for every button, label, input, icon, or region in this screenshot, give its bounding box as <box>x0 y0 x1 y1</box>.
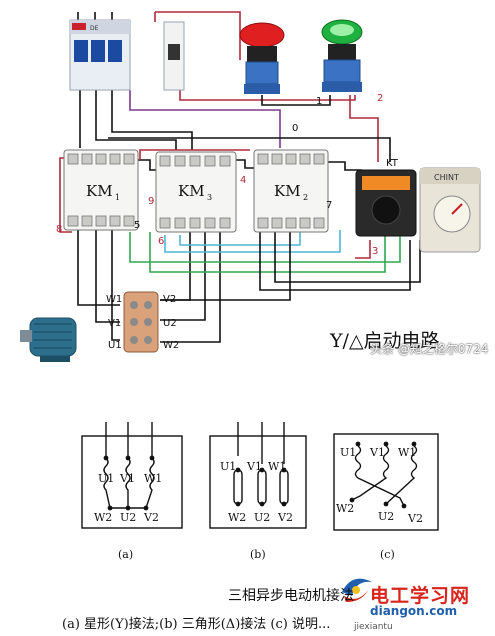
b-bottom-v2: V2 <box>277 511 293 524</box>
km1-label: KM <box>86 182 113 200</box>
motor <box>20 317 77 362</box>
a-top-v1: V1 <box>119 472 135 485</box>
terminal-w2: W2 <box>163 340 179 351</box>
c-top-v1: V1 <box>369 446 385 459</box>
motor-terminal-labels: W1 V1 U1 V2 U2 W2 <box>106 294 179 351</box>
a-bottom-w2: W2 <box>94 511 112 524</box>
brand-url: diangon.com <box>370 604 458 618</box>
km3-label: KM <box>178 182 205 200</box>
main-breaker: DE <box>69 19 131 91</box>
caption-title: 三相异步电动机接法 <box>228 588 354 604</box>
wire-number-3: 3 <box>372 246 378 257</box>
timer-kt-base: KT <box>355 158 417 237</box>
km2-sub: 2 <box>303 193 308 202</box>
a-bottom-v2: V2 <box>143 511 159 524</box>
wire-number-6: 6 <box>158 236 164 247</box>
b-bottom-u2: U2 <box>254 511 270 524</box>
terminal-u1: U1 <box>108 340 122 351</box>
km1-sub: 1 <box>115 193 120 202</box>
wire-number-2: 2 <box>377 93 383 104</box>
wire-number-7: 7 <box>326 200 332 211</box>
circuit-title: Y/△启动电路 <box>330 330 440 352</box>
b-bottom-w2: W2 <box>228 511 246 524</box>
connection-diagrams: U1 V1 W1 W2 U2 V2 (a) U1 V1 W1 W2 U <box>81 422 439 602</box>
control-breaker <box>163 21 185 91</box>
timer-relay: CHINT <box>419 167 481 253</box>
wire-number-4: 4 <box>240 175 246 186</box>
a-top-w1: W1 <box>144 472 162 485</box>
b-top-u1: U1 <box>220 460 236 473</box>
terminal-u2: U2 <box>163 318 177 329</box>
brand-logo-icon <box>342 578 372 602</box>
wire-number-0: 0 <box>292 123 298 134</box>
caption-b: (b) <box>250 548 266 561</box>
breaker-label: DE <box>90 25 99 32</box>
a-bottom-u2: U2 <box>120 511 136 524</box>
c-bottom-u2: U2 <box>378 510 394 523</box>
caption-a: (a) <box>118 548 133 561</box>
delta-connection-diagram: U1 V1 W1 W2 U2 V2 (b) <box>209 422 307 561</box>
winding-connection-diagram: U1 V1 W1 W2 U2 V2 (c) <box>333 433 439 561</box>
km3-sub: 3 <box>207 193 212 202</box>
start-button <box>321 19 363 92</box>
b-top-v1: V1 <box>246 460 262 473</box>
a-top-u1: U1 <box>98 472 114 485</box>
wires <box>59 11 421 343</box>
terminal-v2: V2 <box>163 294 176 305</box>
c-bottom-w2: W2 <box>336 502 354 515</box>
b-top-w1: W1 <box>268 460 286 473</box>
wire-number-8: 8 <box>56 224 62 235</box>
terminal-w1: W1 <box>106 294 122 305</box>
brand-name: 电工学习网 <box>370 585 471 607</box>
contactor-km1: KM 1 <box>63 149 139 231</box>
wire-numbers: 0 1 2 3 4 5 6 7 8 9 <box>56 93 383 257</box>
star-connection-diagram: U1 V1 W1 W2 U2 V2 (a) <box>81 422 183 561</box>
wire-number-5: 5 <box>134 220 140 231</box>
contactor-km2: KM 2 <box>253 149 329 233</box>
kt-label: KT <box>386 158 399 169</box>
terminal-block <box>123 291 159 353</box>
wiring-diagram: DE KM 1 KM 3 <box>20 11 481 362</box>
watermark: 头条 @知之格尔0724 <box>370 342 489 356</box>
timer-brand: CHINT <box>434 173 459 182</box>
km2-label: KM <box>274 182 301 200</box>
c-top-w1: W1 <box>398 446 416 459</box>
contactor-km3: KM 3 <box>155 151 237 233</box>
c-bottom-v2: V2 <box>407 512 423 525</box>
brand-url-small: jiexiantu <box>354 622 393 632</box>
c-top-u1: U1 <box>340 446 356 459</box>
terminal-v1: V1 <box>108 318 121 329</box>
caption-c: (c) <box>380 548 395 561</box>
wire-number-9: 9 <box>148 196 154 207</box>
stop-button <box>239 22 285 94</box>
caption-line: (a) 星形(Y)接法;(b) 三角形(Δ)接法 (c) 说明... <box>62 617 331 632</box>
wire-number-1: 1 <box>316 96 322 107</box>
